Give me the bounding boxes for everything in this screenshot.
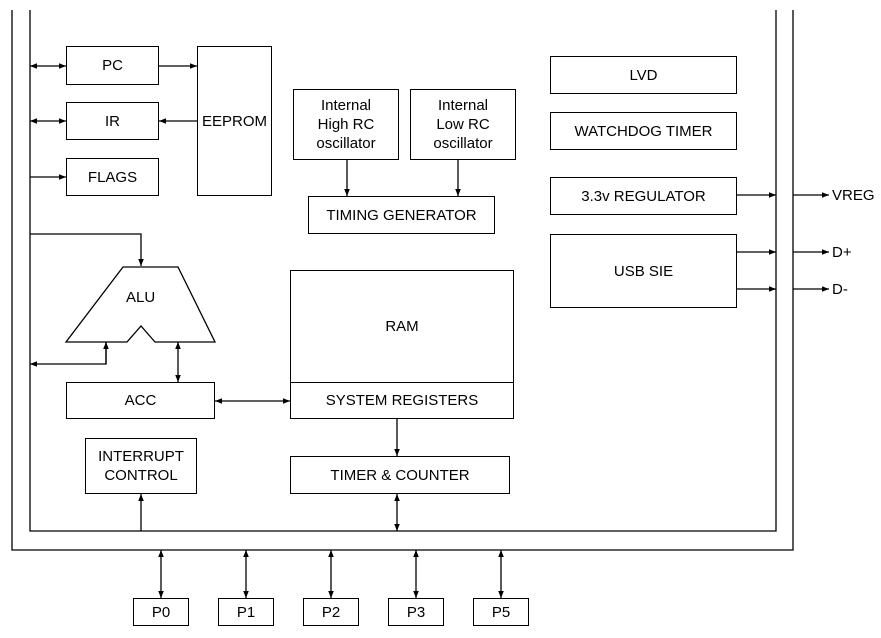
alu-label: ALU	[126, 289, 156, 306]
ir-block: IR	[66, 102, 159, 140]
high-rc-oscillator-block: Internal High RC oscillator	[293, 89, 399, 160]
pin-p2-label: P2	[321, 603, 341, 621]
dplus-signal-label: D+	[832, 244, 852, 261]
acc-block: ACC	[66, 382, 215, 419]
low-rc-oscillator-block: Internal Low RC oscillator	[410, 89, 516, 160]
usb-sie-label: USB SIE	[613, 262, 674, 280]
pc-block: PC	[66, 46, 159, 85]
pin-p0: P0	[133, 598, 189, 626]
eeprom-block: EEPROM	[197, 46, 272, 196]
ram-label: RAM	[385, 318, 419, 335]
usb-sie-block: USB SIE	[550, 234, 737, 308]
pin-p1-label: P1	[236, 603, 256, 621]
low-rc-oscillator-label: Internal Low RC oscillator	[433, 97, 493, 152]
pin-p3-label: P3	[406, 603, 426, 621]
pin-p5-label: P5	[491, 603, 511, 621]
internal-bus	[29, 10, 777, 532]
regulator-label: 3.3v REGULATOR	[581, 187, 706, 205]
lvd-label: LVD	[629, 66, 658, 84]
interrupt-control-label: INTERRUPT CONTROL	[98, 448, 184, 484]
flags-label: FLAGS	[87, 168, 138, 186]
watchdog-timer-block: WATCHDOG TIMER	[550, 112, 737, 150]
pin-p1: P1	[218, 598, 274, 626]
high-rc-oscillator-label: Internal High RC oscillator	[316, 97, 376, 152]
acc-label: ACC	[124, 392, 157, 409]
timing-generator-block: TIMING GENERATOR	[308, 196, 495, 234]
system-registers-block: SYSTEM REGISTERS	[290, 382, 514, 419]
pin-p3: P3	[388, 598, 444, 626]
eeprom-label: EEPROM	[201, 112, 267, 130]
regulator-block: 3.3v REGULATOR	[550, 177, 737, 215]
watchdog-timer-label: WATCHDOG TIMER	[574, 122, 713, 140]
ir-label: IR	[105, 112, 120, 130]
pin-p2: P2	[303, 598, 359, 626]
chip-outline	[11, 10, 794, 551]
vreg-signal-label: VREG	[832, 187, 875, 204]
ram-block: RAM	[290, 270, 514, 383]
flags-block: FLAGS	[66, 158, 159, 196]
dminus-signal-label: D-	[832, 281, 848, 298]
pc-label: PC	[102, 57, 123, 74]
system-registers-label: SYSTEM REGISTERS	[325, 392, 479, 409]
timer-counter-label: TIMER & COUNTER	[330, 466, 470, 484]
interrupt-control-block: INTERRUPT CONTROL	[85, 438, 197, 494]
pin-p5: P5	[473, 598, 529, 626]
timer-counter-block: TIMER & COUNTER	[290, 456, 510, 494]
lvd-block: LVD	[550, 56, 737, 94]
alu-shape	[64, 266, 217, 343]
timing-generator-label: TIMING GENERATOR	[326, 206, 477, 224]
pin-p0-label: P0	[151, 603, 171, 621]
